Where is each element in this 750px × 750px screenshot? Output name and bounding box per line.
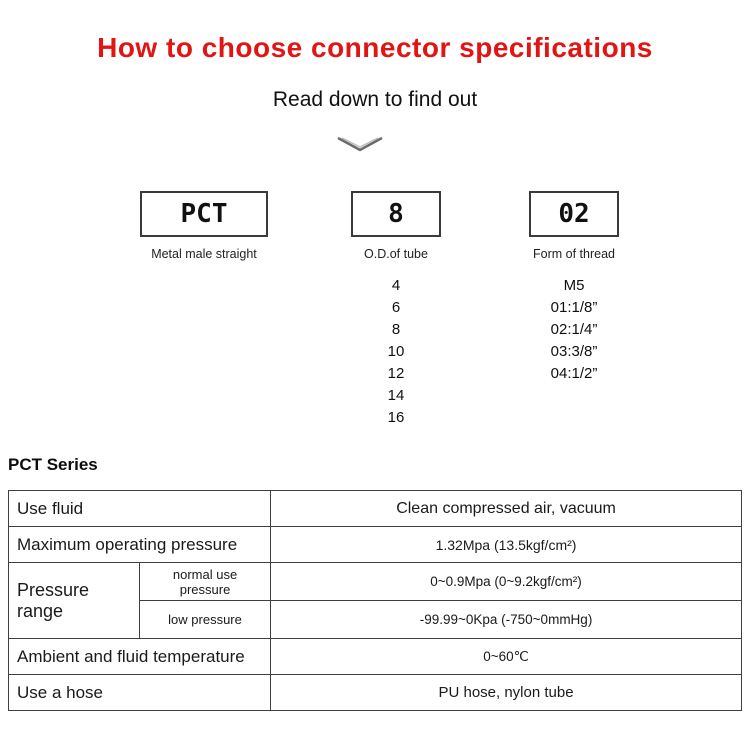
option-item: 12	[387, 365, 405, 382]
option-item: 16	[387, 409, 405, 426]
table-row: Use a hose PU hose, nylon tube	[7, 674, 742, 711]
option-item: 6	[391, 299, 401, 316]
tube-size-options: 4 6 8 10 12 14 16	[336, 275, 456, 429]
model-column: PCT Metal male straight	[120, 191, 288, 261]
table-row: Pressure range normal use pressure 0~0.9…	[7, 562, 742, 639]
series-title: PCT Series	[8, 455, 98, 474]
low-pressure-label: low pressure	[139, 600, 272, 639]
option-item: 10	[387, 343, 405, 360]
model-code-label: Metal male straight	[151, 247, 257, 261]
spec-table: Use fluid Clean compressed air, vacuum M…	[7, 490, 742, 711]
tube-size-column: 8 O.D.of tube 4 6 8 10 12 14 16	[336, 191, 456, 429]
max-pressure-value: 1.32Mpa (13.5kgf/cm²)	[270, 526, 742, 563]
hose-value: PU hose, nylon tube	[270, 674, 742, 711]
option-item: 01:1/8”	[550, 299, 598, 316]
temperature-label: Ambient and fluid temperature	[7, 638, 272, 675]
page-subtitle: Read down to find out	[272, 88, 478, 111]
option-item: 04:1/2”	[550, 365, 598, 382]
table-row: low pressure -99.99~0Kpa (-750~0mmHg)	[9, 600, 742, 639]
tube-size-box: 8	[351, 191, 441, 237]
use-fluid-value: Clean compressed air, vacuum	[270, 490, 742, 527]
normal-pressure-value: 0~0.9Mpa (0~9.2kgf/cm²)	[270, 562, 742, 601]
tube-size-label: O.D.of tube	[364, 247, 428, 261]
thread-form-label: Form of thread	[533, 247, 615, 261]
pressure-range-label: Pressure range	[7, 562, 141, 639]
option-item: 8	[391, 321, 401, 338]
table-row: Use fluid Clean compressed air, vacuum	[7, 490, 742, 527]
thread-form-column: 02 Form of thread M5 01:1/8” 02:1/4” 03:3/8…	[514, 191, 634, 385]
model-code-box: PCT	[140, 191, 268, 237]
thread-form-options: M5 01:1/8” 02:1/4” 03:3/8” 04:1/2”	[514, 275, 634, 385]
thread-form-box: 02	[529, 191, 619, 237]
chevron-down-icon	[337, 136, 383, 152]
normal-pressure-label: normal use pressure	[139, 562, 272, 601]
option-item: 4	[391, 277, 401, 294]
use-fluid-label: Use fluid	[7, 490, 272, 527]
table-row: Ambient and fluid temperature 0~60℃	[7, 638, 742, 675]
option-item: 14	[387, 387, 405, 404]
max-pressure-label: Maximum operating pressure	[7, 526, 272, 563]
low-pressure-value: -99.99~0Kpa (-750~0mmHg)	[270, 600, 742, 639]
option-item: 02:1/4”	[550, 321, 598, 338]
temperature-value: 0~60℃	[270, 638, 742, 675]
option-item: M5	[563, 277, 585, 294]
table-row: Maximum operating pressure 1.32Mpa (13.5…	[7, 526, 742, 563]
page-title: How to choose connector specifications	[97, 32, 653, 63]
option-item: 03:3/8”	[550, 343, 598, 360]
hose-label: Use a hose	[7, 674, 272, 711]
